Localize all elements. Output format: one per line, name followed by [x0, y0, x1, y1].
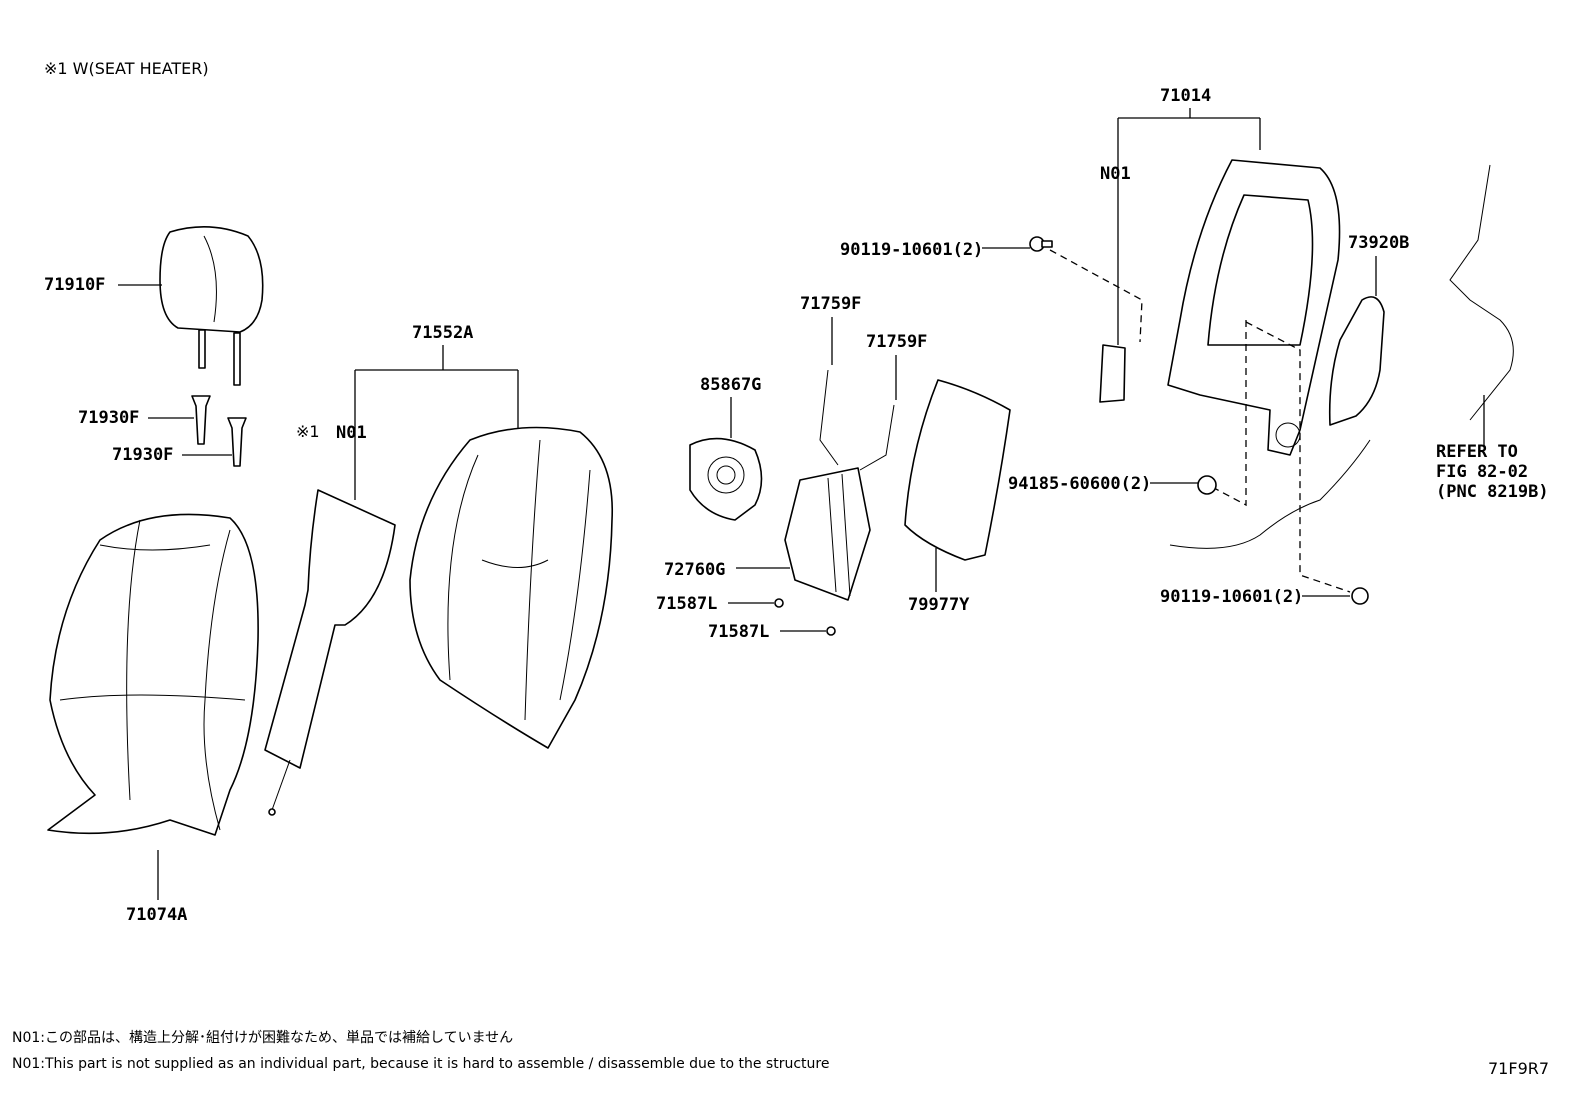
part-label-94185: 94185-60600(2) — [1008, 474, 1151, 494]
dash-path-bolt-lower — [1245, 321, 1351, 593]
dash-path-bolt-upper — [1049, 249, 1143, 343]
figure-code: 71F9R7 — [1488, 1059, 1549, 1078]
harness-lower-drawing — [1169, 439, 1371, 549]
part-label-90119-upper: 90119-10601(2) — [840, 240, 983, 260]
lumbar-support-drawing — [784, 369, 895, 601]
part-label-71930F-lower: 71930F — [112, 445, 173, 465]
assembly-label-71552A: 71552A — [412, 323, 473, 343]
assembly-label-71014: 71014 — [1160, 86, 1211, 106]
nut-drawing — [1197, 475, 1217, 495]
footnote-english: N01:This part is not supplied as an indi… — [12, 1056, 829, 1072]
part-label-71074A: 71074A — [126, 905, 187, 925]
part-label-85867G: 85867G — [700, 375, 761, 395]
part-label-73920B: 73920B — [1348, 233, 1409, 253]
dash-path-nut — [1213, 320, 1247, 507]
side-cover-drawing — [1328, 296, 1385, 426]
wire-harness-drawing — [1449, 164, 1514, 421]
footnote-japanese: N01:この部品は、構造上分解･組付けが困難なため、単品では補給していません — [12, 1030, 513, 1046]
refer-line-3: (PNC 8219B) — [1436, 482, 1549, 502]
bolt-upper-drawing — [1029, 236, 1053, 252]
part-label-79977Y: 79977Y — [908, 595, 970, 615]
part-label-71587L-upper: 71587L — [656, 594, 717, 614]
headrest-drawing — [159, 226, 264, 386]
heater-mark: ※1 — [296, 422, 320, 441]
back-panel-drawing — [904, 379, 1011, 561]
seatback-pad-drawing — [409, 426, 614, 749]
seatback-frame-drawing — [1099, 159, 1341, 456]
headrest-guide-drawing — [191, 395, 247, 467]
lumbar-adjuster-drawing — [689, 437, 763, 521]
part-label-71587L-lower: 71587L — [708, 622, 769, 642]
n01-label-right: N01 — [1100, 164, 1131, 184]
refer-line-2: FIG 82-02 — [1436, 462, 1528, 482]
part-label-90119-lower: 90119-10601(2) — [1160, 587, 1303, 607]
seat-heater-note: ※1 W(SEAT HEATER) — [44, 59, 209, 78]
part-label-71910F: 71910F — [44, 275, 105, 295]
n01-label-left: N01 — [336, 423, 367, 443]
clip-upper — [774, 598, 784, 608]
bracket-71552A — [354, 345, 519, 500]
part-label-71930F-upper: 71930F — [78, 408, 139, 428]
part-label-71759F-left: 71759F — [800, 294, 861, 314]
clip-lower — [826, 626, 836, 636]
part-label-72760G: 72760G — [664, 560, 725, 580]
seat-heater-drawing — [264, 489, 396, 816]
seatback-cover-drawing — [47, 513, 259, 836]
bolt-lower-drawing — [1351, 587, 1369, 605]
refer-line-1: REFER TO — [1436, 442, 1518, 462]
part-label-71759F-right: 71759F — [866, 332, 927, 352]
bracket-71014 — [1117, 108, 1261, 345]
